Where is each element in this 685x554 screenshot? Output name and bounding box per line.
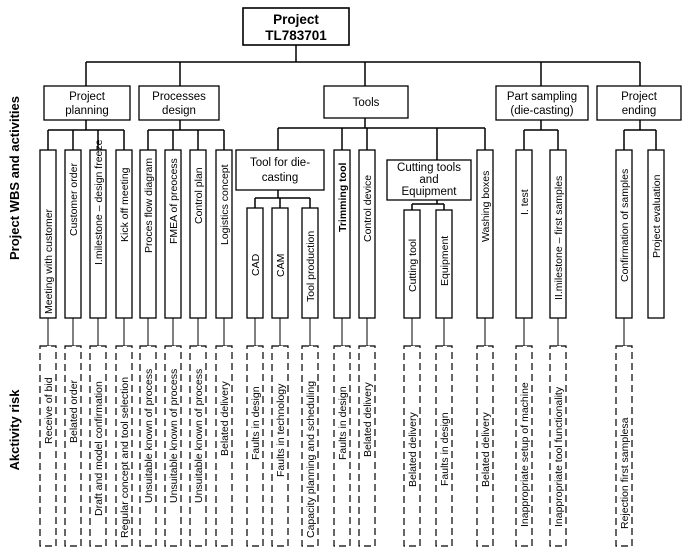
risk-inappropriate-setup: Inappropriate setup of machine	[519, 382, 531, 527]
risk-draft-confirmation: Draft and model confirmation	[93, 381, 105, 516]
activity-confirmation-of-samples: Confirmation of samples	[619, 169, 631, 282]
activity-cad: CAD	[250, 253, 262, 276]
risk-faults-in-design-1: Faults in design	[250, 386, 262, 460]
activity-tool-production: Tool production	[305, 231, 317, 302]
subgroup-die-casting: Tool for die- casting	[235, 149, 325, 191]
risk-belated-delivery-2: Belated delivery	[362, 382, 374, 457]
risk-unsuitable-process-1: Unsuitable known of process	[143, 369, 155, 503]
risk-belated-delivery-1: Belated delivery	[219, 381, 231, 456]
activity-washing-boxes: Washing boxes	[480, 171, 492, 242]
risk-connectors	[42, 318, 630, 347]
activity-kick-off-meeting: Kick off meeting	[119, 167, 131, 242]
activity-fmea: FMEA of preocess	[168, 158, 180, 244]
activity-equipment: Equipment	[439, 236, 451, 286]
connectors	[47, 45, 657, 210]
activity-project-evaluation: Project evaluation	[651, 174, 663, 258]
activity-control-plan: Control plan	[193, 167, 205, 224]
risk-side-label: Akctivity risk	[7, 389, 22, 471]
root-title: Project	[273, 12, 319, 27]
risk-rejection-first-samples: Rejection first samplesa	[619, 417, 631, 529]
phase-planning: Project planning	[43, 85, 131, 121]
root-node: Project TL783701	[242, 7, 350, 46]
root-code: TL783701	[265, 28, 327, 43]
phase-processes-line2: design	[162, 105, 196, 117]
phase-ending: Project ending	[596, 85, 682, 121]
phase-planning-line2: planning	[65, 105, 108, 117]
activity-logistics-concept: Logistics concept	[219, 164, 231, 245]
risk-belated-order: Belated order	[68, 379, 80, 443]
subgroup-cutting-line2: and	[419, 174, 438, 186]
phase-processes: Processes design	[138, 85, 220, 121]
subgroup-cutting: Cutting tools and Equipment	[386, 159, 472, 201]
risk-faults-in-design-2: Faults in design	[337, 386, 349, 460]
risk-receive-of-bid: Receive of bid	[43, 377, 55, 444]
phase-planning-line1: Project	[69, 91, 106, 103]
risk-capacity-planning: Capacity planning and scheduling	[305, 381, 317, 538]
risk-unsuitable-process-2: Unsuitable known of process	[168, 369, 180, 503]
activity-proces-flow-diagram: Proces flow diagram	[143, 158, 155, 253]
risk-inappropriate-tool: Inappropriate tool functionality	[553, 386, 565, 527]
risk-regular-concept: Regular concept and tool selection	[119, 377, 131, 538]
subgroup-die-casting-line1: Tool for die-	[250, 157, 310, 169]
phase-sampling: Part sampling (die-casting)	[495, 85, 589, 121]
risk-faults-in-design-3: Faults in design	[439, 412, 451, 486]
risk-unsuitable-process-3: Unsuitable known of process	[193, 369, 205, 503]
risk-belated-delivery-3: Belated delivery	[407, 412, 419, 487]
phase-tools-label: Tools	[353, 97, 380, 109]
activity-i-test: I. test	[519, 189, 531, 215]
phase-sampling-line1: Part sampling	[507, 91, 577, 103]
activity-meeting-with-customer: Meeting with customer	[43, 208, 55, 314]
risks: Receive of bid Belated order Draft and m…	[39, 345, 633, 547]
phase-ending-line2: ending	[622, 105, 657, 117]
subgroup-cutting-line1: Cutting tools	[397, 162, 461, 174]
wbs-side-label: Project WBS and activities	[7, 96, 22, 260]
activity-customer-order: Customer order	[68, 163, 80, 236]
activity-control-device: Control device	[362, 175, 374, 242]
phase-tools: Tools	[323, 85, 409, 119]
activities: Meeting with customer Customer order I.m…	[39, 139, 665, 319]
activity-milestone-first-samples: II.milestone – first samples	[553, 176, 565, 300]
risk-belated-delivery-4: Belated delivery	[480, 412, 492, 487]
activity-cam: CAM	[275, 254, 287, 277]
activity-milestone-design-freeze: I.milestone – design freeze	[93, 139, 105, 265]
phase-sampling-line2: (die-casting)	[510, 105, 573, 117]
risk-faults-in-technology: Faults in technology	[275, 383, 287, 477]
activity-trimming-tool: Trimming tool	[337, 163, 349, 232]
phase-processes-line1: Processes	[152, 91, 206, 103]
subgroup-die-casting-line2: casting	[262, 172, 298, 184]
phase-ending-line1: Project	[621, 91, 658, 103]
subgroup-cutting-line3: Equipment	[402, 186, 458, 198]
activity-cutting-tool: Cutting tool	[407, 239, 419, 292]
